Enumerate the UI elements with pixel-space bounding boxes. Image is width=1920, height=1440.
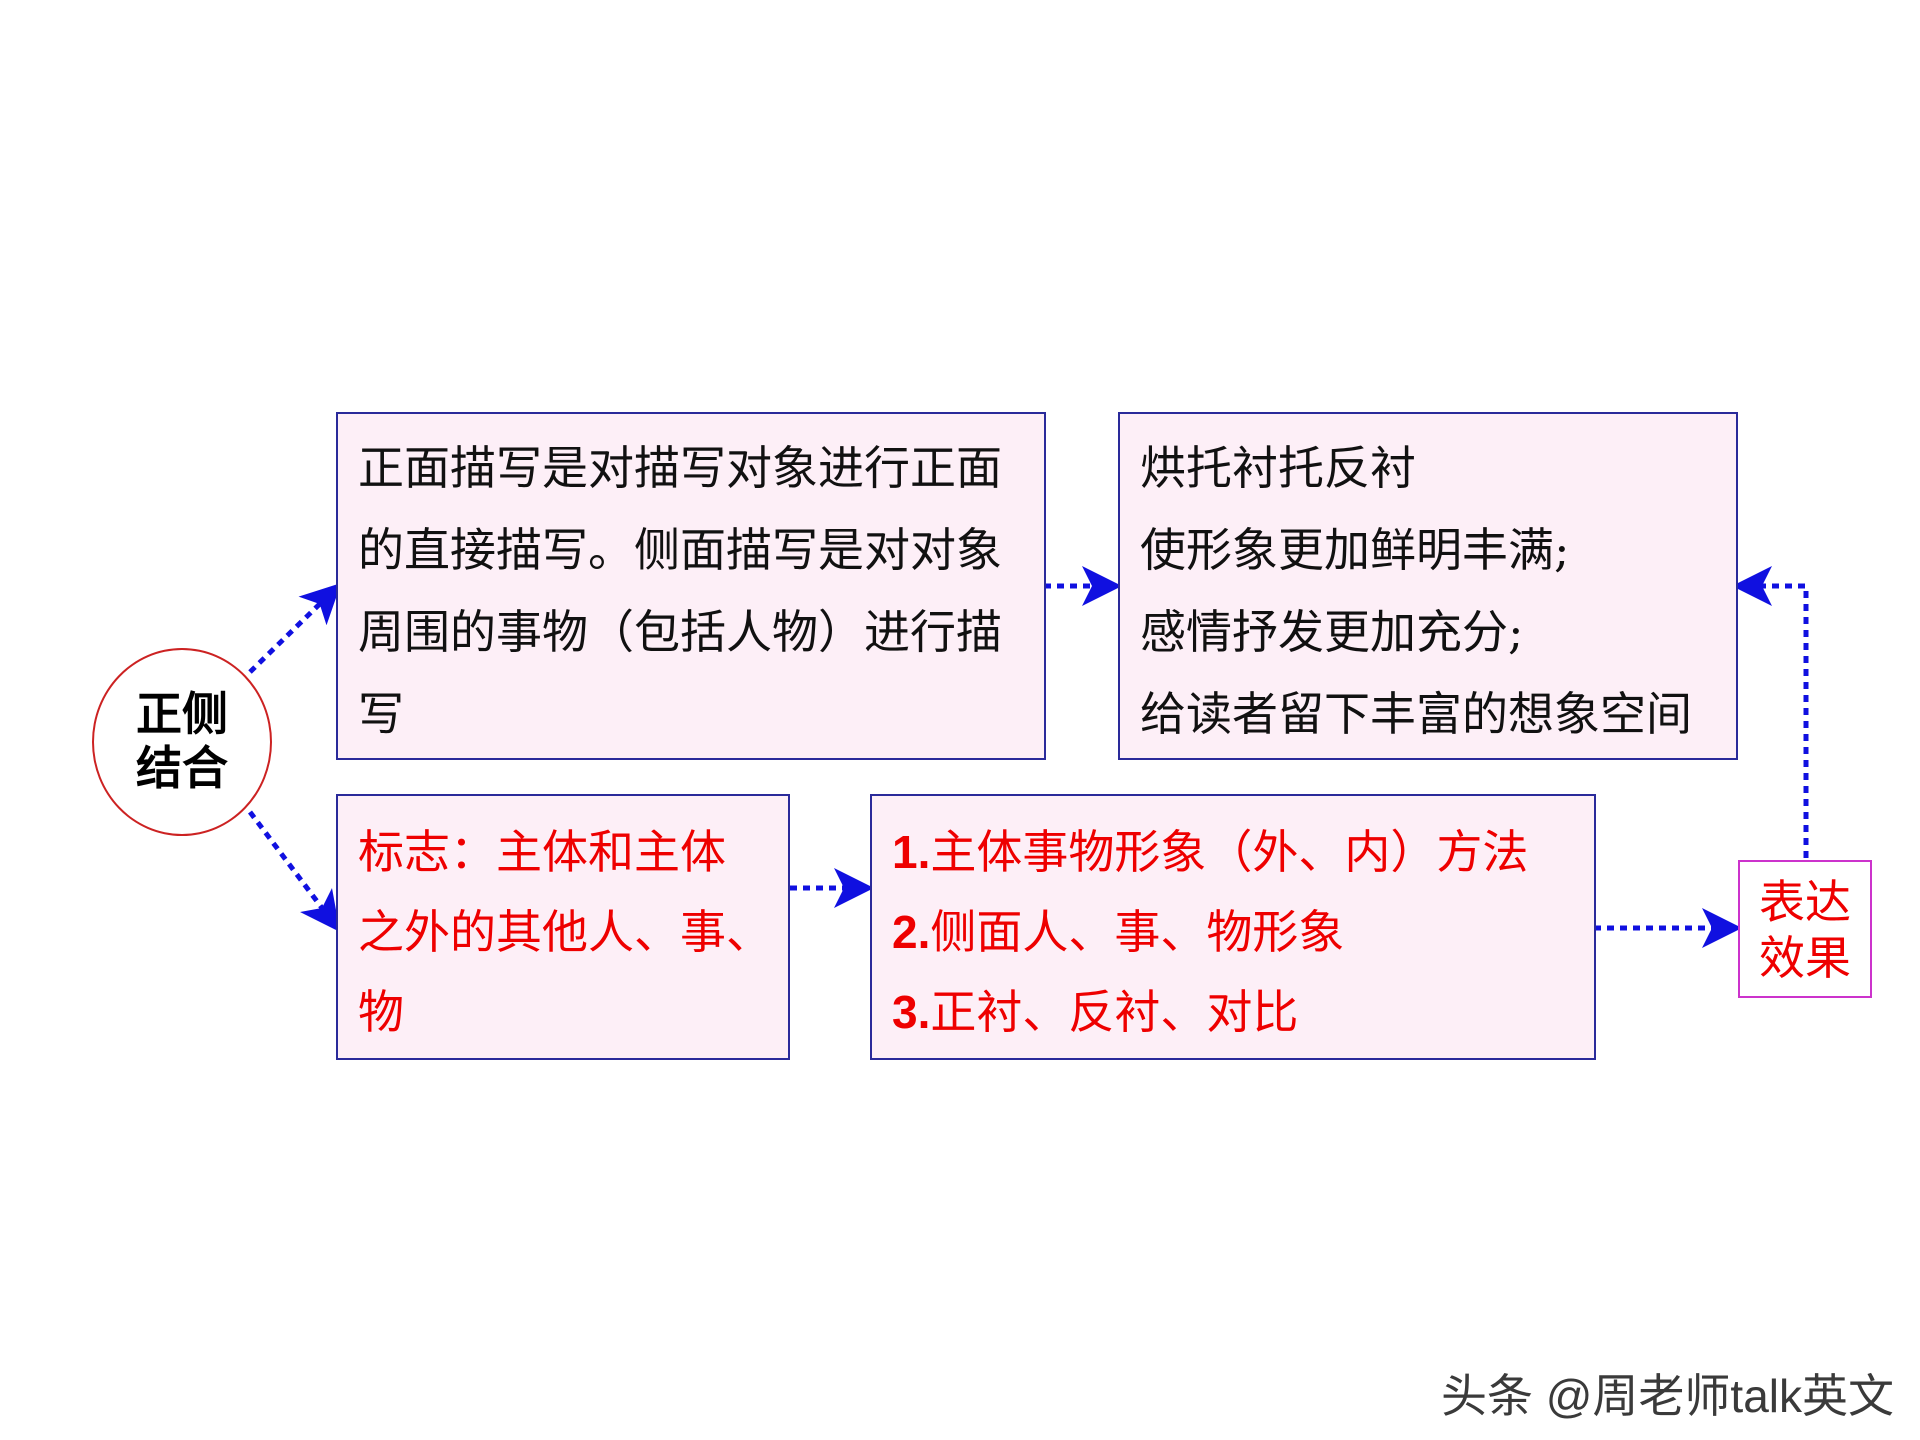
method-item: 2.侧面人、事、物形象 (892, 906, 1344, 958)
effect-node-line2: 效果 (1759, 931, 1851, 985)
arrow-circle-to-definition (248, 583, 342, 674)
method-item-number: 3. (892, 986, 931, 1038)
method-item: 1.主体事物形象（外、内）方法 (892, 826, 1528, 878)
definition-line: 写 (358, 687, 404, 741)
effect-node: 表达 效果 (1738, 860, 1872, 998)
technique-line: 感情抒发更加充分; (1140, 605, 1524, 659)
effect-node-line1: 表达 (1759, 875, 1851, 929)
watermark-text: 头条 @周老师talk英文 (1440, 1370, 1894, 1422)
definition-box: 正面描写是对描写对象进行正面 的直接描写。侧面描写是对对象 周围的事物（包括人物… (336, 412, 1046, 760)
arrow-effect-to-technique (1732, 566, 1809, 858)
definition-line: 正面描写是对描写对象进行正面 (358, 441, 1002, 495)
method-item-text: 侧面人、事、物形象 (930, 905, 1345, 959)
technique-line: 烘托衬托反衬 (1140, 441, 1416, 495)
method-item-number: 2. (892, 906, 931, 958)
marker-box: 标志：主体和主体 之外的其他人、事、 物 (336, 794, 790, 1060)
center-node-line2: 结合 (136, 742, 228, 794)
method-item-text: 正衬、反衬、对比 (930, 985, 1299, 1039)
definition-line: 周围的事物（包括人物）进行描 (358, 605, 1002, 659)
marker-line: 之外的其他人、事、 (358, 905, 772, 959)
technique-line: 使形象更加鲜明丰满; (1140, 523, 1570, 577)
definition-line: 的直接描写。侧面描写是对对象 (358, 523, 1002, 577)
center-node-circle: 正侧 结合 (92, 648, 272, 836)
marker-line: 标志：主体和主体 (358, 825, 726, 879)
center-node-line1: 正侧 (136, 688, 228, 740)
technique-box: 烘托衬托反衬 使形象更加鲜明丰满; 感情抒发更加充分; 给读者留下丰富的想象空间 (1118, 412, 1738, 760)
method-item-text: 主体事物形象（外、内）方法 (930, 825, 1529, 879)
technique-line: 给读者留下丰富的想象空间 (1140, 687, 1692, 741)
method-item: 3.正衬、反衬、对比 (892, 986, 1298, 1038)
method-box: 1.主体事物形象（外、内）方法 2.侧面人、事、物形象 3.正衬、反衬、对比 (870, 794, 1596, 1060)
marker-line: 物 (358, 985, 404, 1039)
method-item-number: 1. (892, 826, 931, 878)
arrow-circle-to-marker (248, 810, 340, 932)
